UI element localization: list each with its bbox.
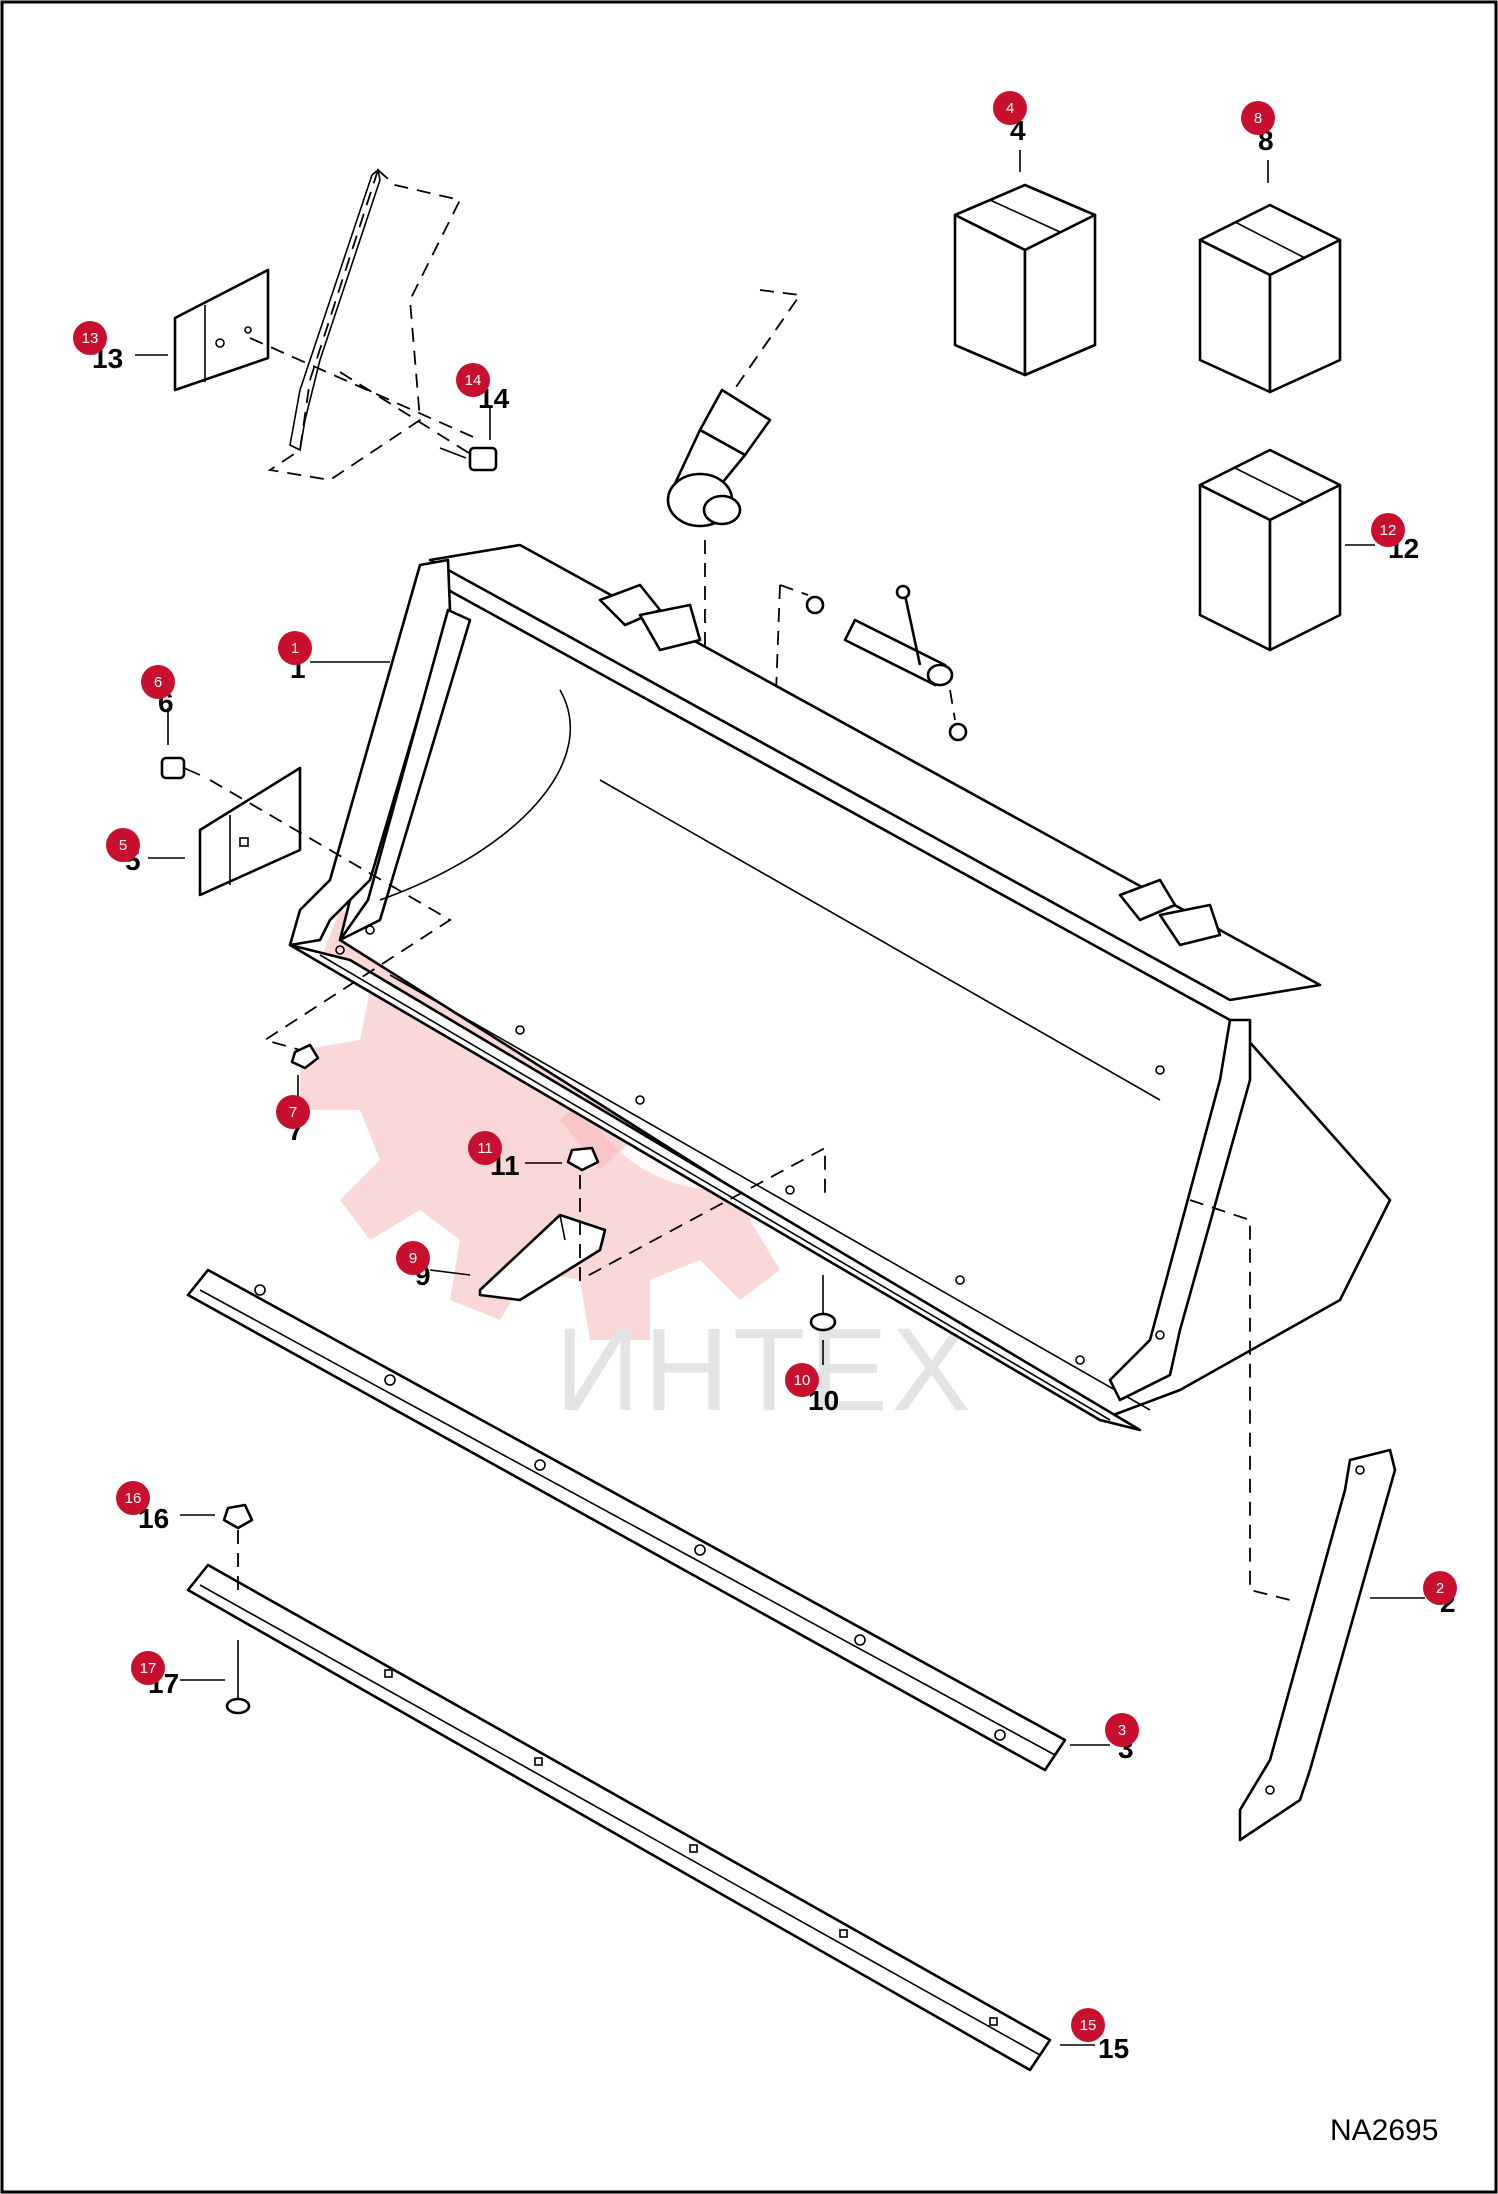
- part-5-side-cutter: [198, 766, 302, 897]
- badge-1[interactable]: 1: [278, 631, 312, 665]
- part-8-box: [1198, 203, 1342, 394]
- part-17-bolt: [225, 1640, 251, 1715]
- part-1-bucket: [288, 543, 1392, 1432]
- badge-15[interactable]: 15: [1071, 2008, 1105, 2042]
- badge-8[interactable]: 8: [1241, 101, 1275, 135]
- cutter-guide-lines: [209, 779, 452, 1051]
- svg-text:2: 2: [1436, 1580, 1444, 1597]
- svg-text:1: 1: [291, 640, 299, 657]
- part-7-nut: [290, 1043, 320, 1070]
- badge-10[interactable]: 10: [785, 1363, 819, 1397]
- badge-3[interactable]: 3: [1105, 1713, 1139, 1747]
- badge-7[interactable]: 7: [276, 1095, 310, 1129]
- part-6-bolt: [160, 756, 201, 780]
- svg-text:5: 5: [119, 837, 127, 854]
- bucket-to-part2-guide: [1189, 1199, 1291, 1601]
- svg-text:14: 14: [465, 372, 482, 389]
- svg-text:13: 13: [82, 330, 99, 347]
- figure-code: NA2695: [1330, 2114, 1438, 2147]
- badge-14[interactable]: 14: [456, 363, 490, 397]
- badge-5[interactable]: 5: [106, 828, 140, 862]
- part-2-side-plate: [1238, 1448, 1397, 1842]
- badge-4[interactable]: 4: [993, 91, 1027, 125]
- svg-text:16: 16: [125, 1490, 142, 1507]
- svg-text:10: 10: [794, 1372, 811, 1389]
- svg-text:9: 9: [409, 1250, 417, 1267]
- svg-text:17: 17: [140, 1660, 157, 1677]
- part-15-bolt-on-edge: [186, 1563, 1052, 2072]
- part-11-nut: [566, 1146, 600, 1172]
- svg-text:12: 12: [1380, 522, 1397, 539]
- watermark-text: ИНТЕХ: [555, 1304, 975, 1436]
- svg-text:4: 4: [1006, 100, 1014, 117]
- badge-13[interactable]: 13: [73, 321, 107, 355]
- part-4-box: [953, 183, 1097, 377]
- svg-text:6: 6: [154, 674, 162, 691]
- badge-6[interactable]: 6: [141, 665, 175, 699]
- badge-9[interactable]: 9: [396, 1241, 430, 1275]
- callout-label-15: 15: [1098, 2033, 1129, 2064]
- bracket-outline: [249, 168, 481, 481]
- badge-2[interactable]: 2: [1423, 1571, 1457, 1605]
- svg-text:8: 8: [1254, 110, 1262, 127]
- part-3-cutting-edge: [186, 1268, 1067, 1772]
- part-12-box: [1198, 448, 1342, 652]
- part-9-tooth: [478, 1213, 607, 1302]
- part-10-bolt: [809, 1275, 837, 1332]
- badge-12[interactable]: 12: [1371, 513, 1405, 547]
- svg-text:3: 3: [1118, 1722, 1126, 1739]
- svg-text:15: 15: [1080, 2017, 1097, 2034]
- part-16-nut: [222, 1503, 254, 1590]
- tooth-guide-lines: [579, 1146, 826, 1282]
- part-13-wear-plate: [173, 268, 270, 392]
- svg-text:7: 7: [289, 1104, 297, 1121]
- svg-text:11: 11: [477, 1140, 493, 1157]
- part-14-bolt: [439, 446, 498, 472]
- badge-17[interactable]: 17: [131, 1651, 165, 1685]
- badge-16[interactable]: 16: [116, 1481, 150, 1515]
- lift-cylinder: [666, 289, 802, 650]
- badge-11[interactable]: 11: [468, 1131, 502, 1165]
